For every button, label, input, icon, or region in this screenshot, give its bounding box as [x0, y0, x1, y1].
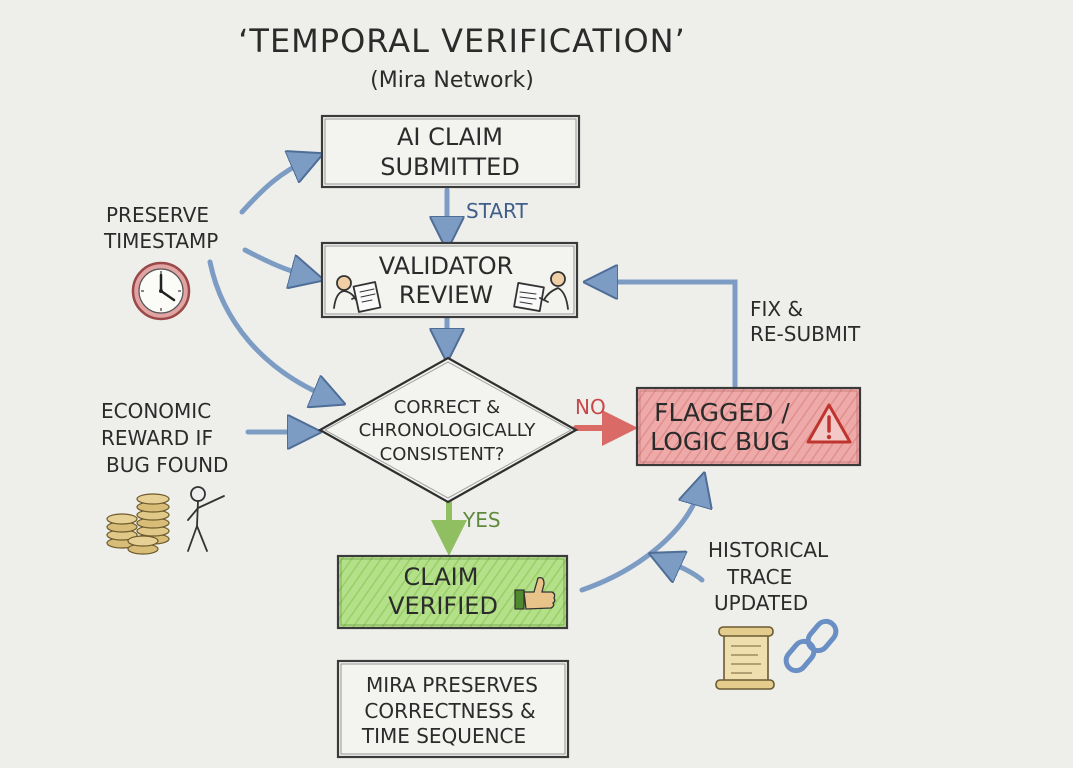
- node-flagged-line2: LOGIC BUG: [650, 427, 790, 456]
- node-validator-review-line2: REVIEW: [399, 281, 493, 309]
- annotation-preserve-timestamp-line2: TIMESTAMP: [103, 229, 218, 253]
- pointing-person-icon: [187, 486, 225, 552]
- node-flagged: FLAGGED / LOGIC BUG: [635, 386, 862, 467]
- node-summary: MIRA PRESERVES CORRECTNESS & TIME SEQUEN…: [336, 659, 570, 759]
- node-decision: CORRECT & CHRONOLOGICALLY CONSISTENT?: [317, 356, 579, 504]
- annotation-economic-reward: ECONOMIC REWARD IF BUG FOUND: [101, 399, 228, 555]
- annotation-economic-reward-line1: ECONOMIC: [101, 399, 211, 423]
- node-summary-line2: CORRECTNESS &: [364, 699, 535, 723]
- node-decision-line2: CHRONOLOGICALLY: [359, 420, 537, 441]
- chain-link-icon: [783, 618, 839, 674]
- edge-label-no: NO: [575, 395, 606, 419]
- edge-label-fix-line1: FIX &: [750, 297, 803, 321]
- annotation-historical-trace-line1: HISTORICAL: [708, 538, 829, 562]
- arrow-timestamp-to-claim: [239, 160, 308, 215]
- node-decision-line1: CORRECT &: [394, 397, 500, 418]
- node-flagged-line1: FLAGGED /: [654, 398, 790, 427]
- node-claim-submitted-line1: AI CLAIM: [397, 123, 503, 151]
- validator-person-icon: [513, 271, 569, 312]
- edge-label-start: START: [466, 199, 528, 223]
- edge-label-fix-line2: RE-SUBMIT: [750, 322, 861, 346]
- annotation-economic-reward-line2: REWARD IF: [101, 426, 213, 450]
- arrow-verified-to-flagged: [579, 488, 700, 593]
- annotation-preserve-timestamp: PRESERVE TIMESTAMP: [103, 203, 218, 321]
- node-claim-verified: CLAIM VERIFIED: [336, 554, 569, 630]
- diagram-subtitle: (Mira Network): [370, 68, 534, 93]
- node-summary-line1: MIRA PRESERVES: [366, 673, 538, 697]
- arrow-timestamp-to-review: [242, 247, 308, 276]
- node-summary-line3: TIME SEQUENCE: [361, 724, 526, 748]
- warning-icon: [806, 403, 852, 444]
- node-claim-verified-line1: CLAIM: [404, 563, 479, 591]
- validator-person-icon: [333, 275, 382, 313]
- node-decision-line3: CONSISTENT?: [380, 444, 505, 465]
- clock-icon: [131, 261, 191, 321]
- node-claim-submitted-line2: SUBMITTED: [380, 153, 520, 181]
- arrow-timestamp-to-decision: [207, 259, 330, 398]
- scroll-icon: [715, 626, 775, 690]
- arrow-fix-resubmit: [600, 282, 738, 389]
- annotation-economic-reward-line3: BUG FOUND: [106, 453, 228, 477]
- annotation-historical-trace: HISTORICAL TRACE UPDATED: [708, 538, 839, 690]
- diagram-title: ‘TEMPORAL VERIFICATION’: [238, 22, 686, 60]
- node-validator-review-line1: VALIDATOR: [379, 252, 514, 280]
- edge-label-yes: YES: [462, 508, 501, 532]
- coin-stack-icon: [106, 493, 170, 555]
- thumbs-up-icon: [514, 576, 556, 610]
- node-validator-review: VALIDATOR REVIEW: [320, 241, 579, 319]
- node-claim-verified-line2: VERIFIED: [388, 592, 498, 620]
- annotation-preserve-timestamp-line1: PRESERVE: [106, 203, 209, 227]
- annotation-historical-trace-line2: TRACE: [726, 565, 792, 589]
- annotation-historical-trace-line3: UPDATED: [714, 591, 808, 615]
- node-claim-submitted: AI CLAIM SUBMITTED: [320, 114, 581, 189]
- arrow-historical-trace: [664, 560, 705, 580]
